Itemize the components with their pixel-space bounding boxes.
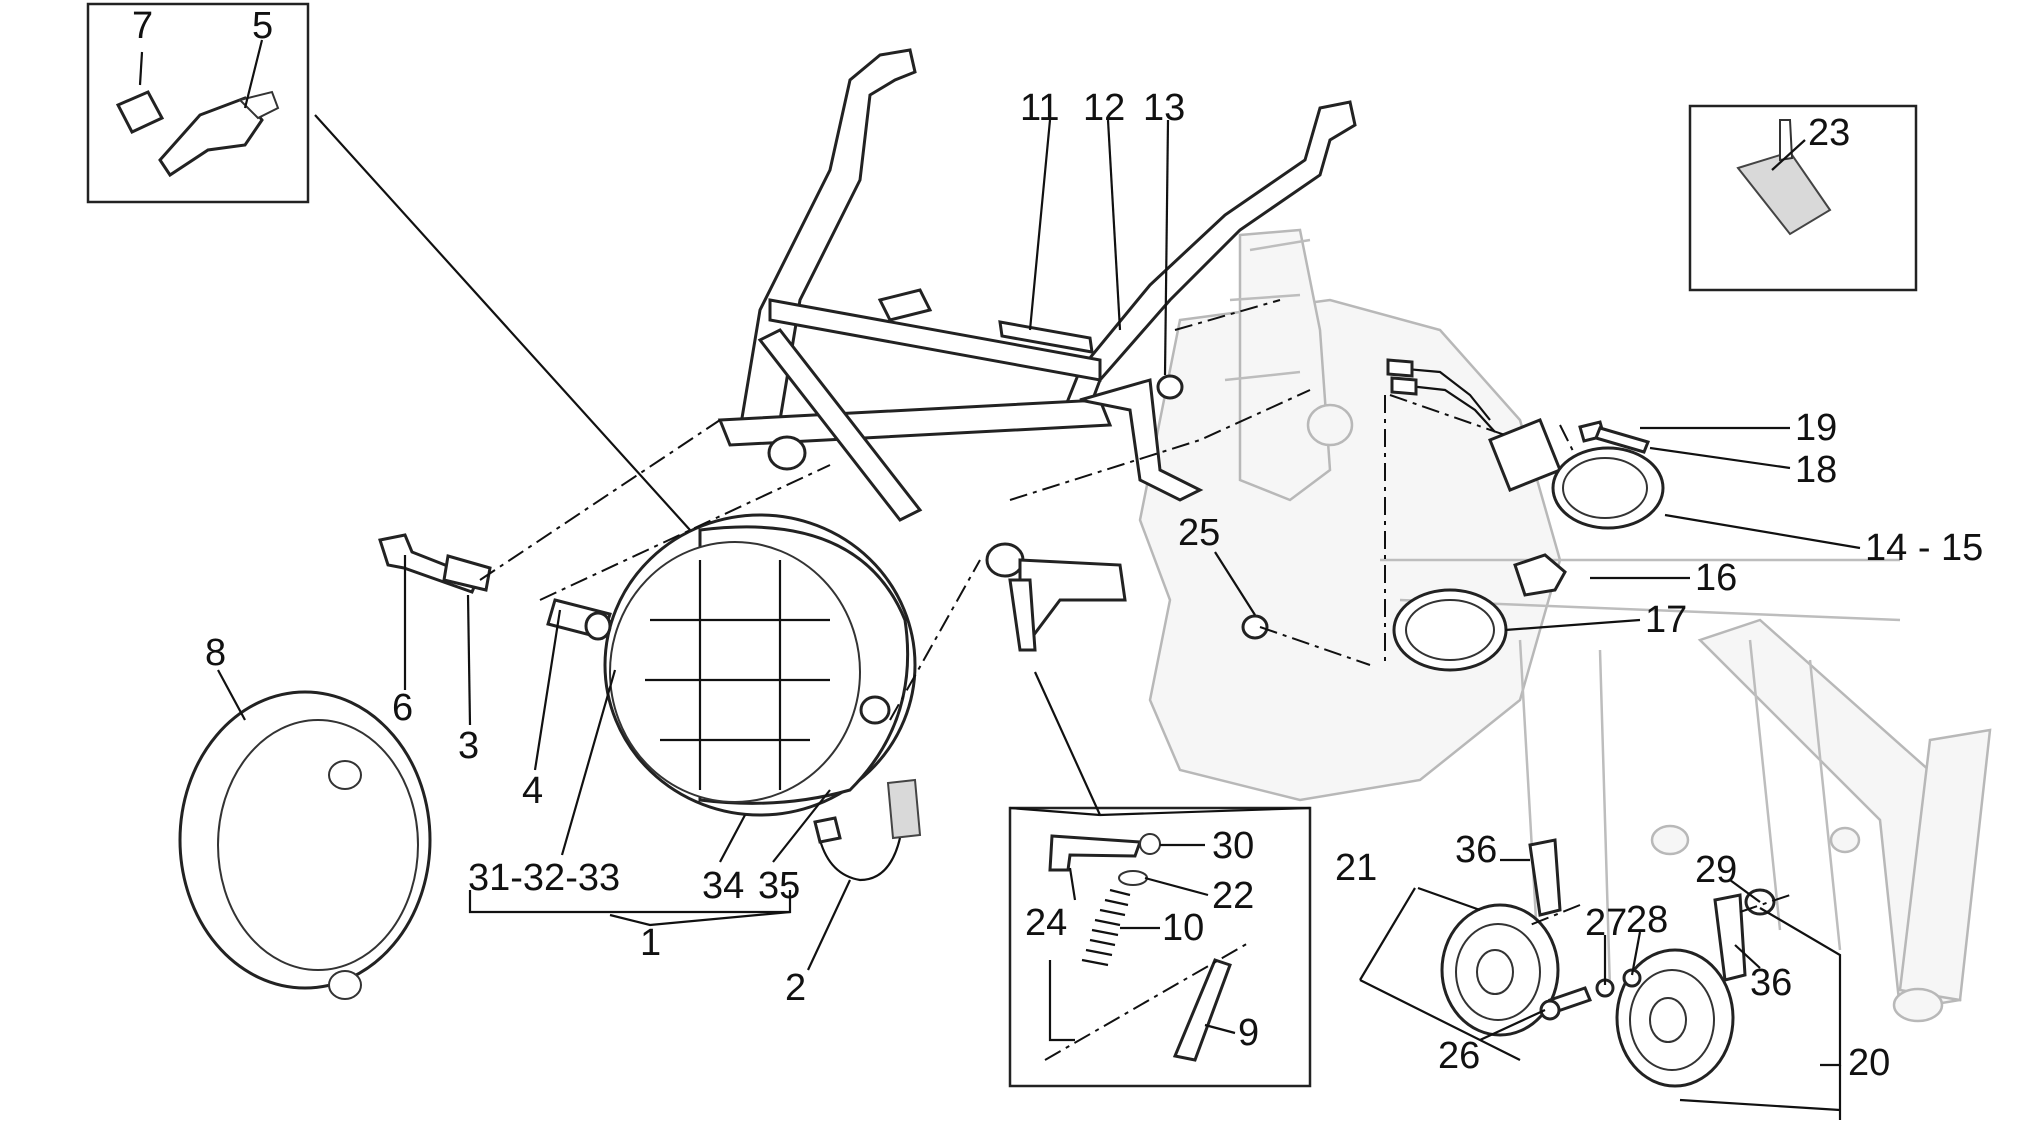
label-36-a: 36 — [1455, 829, 1497, 871]
headlight-rim-8 — [178, 690, 432, 1000]
label-1: 1 — [640, 922, 661, 964]
label-9: 9 — [1238, 1012, 1259, 1054]
label-31-32-33: 31-32-33 — [468, 857, 620, 899]
label-8: 8 — [205, 632, 226, 674]
label-10: 10 — [1162, 907, 1204, 949]
ghost-frame-background — [1138, 228, 1992, 1023]
label-24: 24 — [1025, 902, 1067, 944]
label-7: 7 — [132, 5, 153, 47]
label-3: 3 — [458, 725, 479, 767]
label-28: 28 — [1626, 899, 1668, 941]
label-2: 2 — [785, 967, 806, 1009]
bolt-11-shape — [998, 320, 1094, 354]
label-20: 20 — [1848, 1042, 1890, 1084]
label-35: 35 — [758, 865, 800, 907]
spring-inset-box — [1008, 806, 1312, 1088]
label-34: 34 — [702, 865, 744, 907]
label-11: 11 — [1020, 87, 1059, 129]
bulb-inset-box — [86, 2, 310, 204]
label-27: 27 — [1585, 902, 1627, 944]
label-5: 5 — [252, 5, 273, 47]
label-6: 6 — [392, 687, 413, 729]
connector-2 — [813, 778, 922, 882]
label-36-b: 36 — [1750, 962, 1792, 1004]
label-22: 22 — [1212, 875, 1254, 917]
bulb-7-shape — [115, 90, 165, 134]
alignment-lines — [479, 299, 1791, 926]
headlight-bolts — [378, 533, 612, 641]
nut-13-shape — [1156, 374, 1184, 400]
label-19: 19 — [1795, 407, 1837, 449]
leader-lines — [138, 39, 1861, 1120]
bulb-5-shape — [158, 96, 264, 178]
label-4: 4 — [522, 770, 543, 812]
label-17: 17 — [1645, 599, 1687, 641]
label-16: 16 — [1695, 557, 1737, 599]
reflector-inset-box — [1688, 104, 1918, 292]
headlight-assembly — [603, 513, 917, 817]
label-14-15: 14 - 15 — [1865, 527, 1983, 569]
horns — [1440, 838, 1747, 1088]
headlight-bracket-frame — [717, 48, 1357, 652]
label-13: 13 — [1143, 87, 1185, 129]
label-21: 21 — [1335, 847, 1377, 889]
label-25: 25 — [1178, 512, 1220, 554]
callout-labels: 7 5 11 12 13 23 19 18 14 - 15 16 17 25 8… — [132, 5, 1983, 1084]
reflector-23-shape — [1736, 150, 1832, 236]
label-23: 23 — [1808, 112, 1850, 154]
label-29: 29 — [1695, 849, 1737, 891]
label-12: 12 — [1083, 87, 1125, 129]
label-30: 30 — [1212, 825, 1254, 867]
label-26: 26 — [1438, 1035, 1480, 1077]
turn-signals — [1386, 358, 1665, 672]
label-18: 18 — [1795, 449, 1837, 491]
